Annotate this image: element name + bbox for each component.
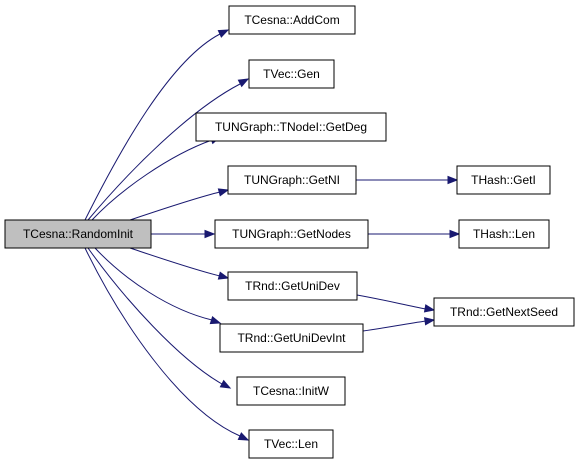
edge-line: [91, 139, 213, 221]
node-box: [236, 376, 346, 406]
node-box: [4, 219, 152, 249]
edge-random-init-to-init-w: [87, 247, 232, 389]
edge-random-init-to-vec-len: [84, 247, 250, 441]
edge-get-uni-dev-int-to-get-next-seed: [362, 317, 436, 332]
arrowhead-icon: [423, 304, 436, 313]
node-box: [195, 112, 387, 142]
node-box: [433, 297, 575, 327]
node-box: [248, 429, 334, 459]
edge-line: [87, 247, 223, 385]
node-label: TCesna::AddCom: [244, 13, 339, 27]
arrowhead-icon: [217, 271, 230, 280]
edge-random-init-to-get-nodes: [151, 229, 216, 239]
arrowhead-icon: [237, 432, 250, 441]
edge-line: [94, 247, 213, 321]
edges-layer: [84, 29, 461, 441]
edge-line: [84, 33, 221, 221]
node-get-ni[interactable]: TUNGraph::GetNI: [227, 165, 357, 195]
node-box: [227, 165, 357, 195]
edge-random-init-to-get-uni-dev: [129, 247, 230, 280]
arrowhead-icon: [449, 229, 461, 239]
arrowhead-icon: [424, 317, 436, 326]
node-label: TCesna::InitW: [253, 384, 330, 398]
node-get-uni-dev[interactable]: TRnd::GetUniDev: [227, 271, 358, 301]
node-get-deg[interactable]: TUNGraph::TNodeI::GetDeg: [195, 112, 387, 142]
edge-line: [362, 320, 427, 332]
arrowhead-icon: [209, 316, 222, 325]
node-label: TUNGraph::GetNI: [244, 173, 340, 187]
node-vec-gen[interactable]: TVec::Gen: [248, 59, 335, 89]
arrowhead-icon: [217, 29, 230, 38]
nodes-layer: TCesna::RandomInit TCesna::AddCom TVec::…: [4, 5, 575, 459]
edge-line: [87, 83, 241, 221]
arrowhead-icon: [237, 78, 250, 88]
edge-line: [84, 247, 241, 437]
node-label: TRnd::GetUniDevInt: [237, 331, 346, 345]
edge-random-init-to-vec-gen: [87, 78, 250, 221]
node-label: TVec::Len: [264, 437, 318, 451]
node-box: [227, 271, 358, 301]
node-get-nodes[interactable]: TUNGraph::GetNodes: [214, 219, 369, 249]
node-hash-len[interactable]: THash::Len: [458, 219, 550, 249]
node-label: TVec::Gen: [263, 67, 320, 81]
edge-line: [129, 191, 221, 221]
node-get-uni-dev-int[interactable]: TRnd::GetUniDevInt: [219, 323, 364, 353]
edge-get-ni-to-hash-get-i: [356, 175, 459, 185]
node-box: [456, 165, 551, 195]
arrowhead-icon: [204, 229, 216, 239]
edge-get-uni-dev-to-get-next-seed: [356, 294, 436, 313]
node-vec-len[interactable]: TVec::Len: [248, 429, 334, 459]
node-label: THash::GetI: [471, 173, 536, 187]
node-box: [248, 59, 335, 89]
node-box: [228, 5, 356, 35]
node-random-init[interactable]: TCesna::RandomInit: [4, 219, 152, 249]
node-label: TUNGraph::TNodeI::GetDeg: [215, 120, 367, 134]
node-label: TRnd::GetNextSeed: [450, 305, 558, 319]
arrowhead-icon: [217, 188, 230, 197]
node-add-com[interactable]: TCesna::AddCom: [228, 5, 356, 35]
node-box: [214, 219, 369, 249]
node-box: [219, 323, 364, 353]
node-hash-get-i[interactable]: THash::GetI: [456, 165, 551, 195]
arrowhead-icon: [447, 175, 459, 185]
edge-line: [356, 294, 427, 310]
node-label: THash::Len: [473, 227, 535, 241]
node-init-w[interactable]: TCesna::InitW: [236, 376, 346, 406]
node-box: [458, 219, 550, 249]
edge-random-init-to-add-com: [84, 29, 230, 221]
edge-random-init-to-get-ni: [129, 188, 230, 221]
edge-get-nodes-to-hash-len: [368, 229, 461, 239]
node-label: TCesna::RandomInit: [23, 227, 134, 241]
edge-random-init-to-get-uni-dev-int: [94, 247, 222, 325]
arrowhead-icon: [219, 379, 232, 389]
node-label: TUNGraph::GetNodes: [232, 227, 351, 241]
node-label: TRnd::GetUniDev: [245, 279, 340, 293]
edge-line: [129, 247, 221, 277]
node-get-next-seed[interactable]: TRnd::GetNextSeed: [433, 297, 575, 327]
